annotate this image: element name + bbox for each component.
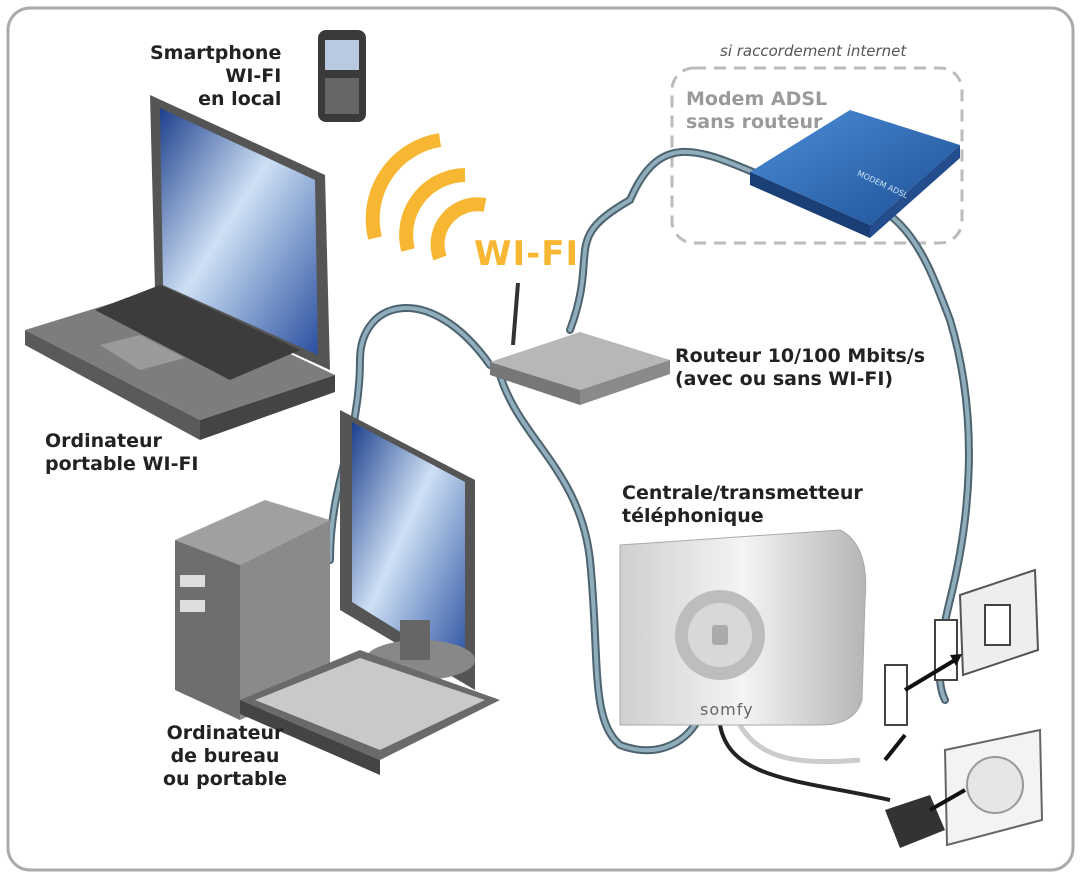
- phone-cord: [737, 723, 861, 765]
- desktop-label-line1: Ordinateur: [166, 722, 284, 744]
- smartphone-label-line3: en local: [198, 88, 282, 110]
- internet-note: si raccordement internet: [720, 42, 907, 60]
- central-label-line1: Centrale/transmetteur: [622, 482, 863, 504]
- central-label: Centrale/transmetteur téléphonique: [622, 482, 863, 528]
- router-label-line2: (avec ou sans WI-FI): [675, 368, 894, 390]
- tower-illustration: [175, 500, 330, 720]
- desktop-label: Ordinateur de bureau ou portable: [150, 722, 300, 791]
- laptop-label-line2: portable WI-FI: [45, 453, 199, 475]
- wifi-waves-icon: [365, 133, 487, 261]
- router-label: Routeur 10/100 Mbits/s (avec ou sans WI-…: [675, 345, 925, 391]
- somfy-brand: somfy: [700, 700, 754, 719]
- smartphone-label: Smartphone WI-FI en local: [150, 42, 281, 111]
- smartphone-label-line2: WI-FI: [225, 65, 282, 87]
- laptop-illustration: [25, 95, 335, 440]
- smartphone-label-line1: Smartphone: [150, 42, 282, 64]
- keyboard-illustration: [240, 650, 500, 775]
- desktop-label-line2: de bureau: [170, 745, 280, 767]
- central-label-line2: téléphonique: [622, 505, 764, 527]
- power-outlet-illustration: [885, 728, 1044, 848]
- laptop-label: Ordinateur portable WI-FI: [45, 430, 199, 476]
- central-unit-illustration: [619, 529, 867, 726]
- monitor-illustration: [340, 410, 475, 690]
- desktop-label-line3: ou portable: [162, 768, 288, 790]
- wifi-label: WI-FI: [474, 234, 580, 274]
- power-cord: [718, 724, 891, 802]
- laptop-label-line1: Ordinateur: [45, 430, 162, 452]
- smartphone-illustration: [318, 30, 366, 122]
- modem-illustration: [750, 110, 960, 238]
- phone-socket-illustration: [883, 568, 1040, 762]
- modem-label-line1: Modem ADSL: [686, 88, 828, 110]
- router-illustration: [490, 282, 670, 405]
- modem-label-line2: sans routeur: [686, 111, 823, 133]
- router-label-line1: Routeur 10/100 Mbits/s: [675, 345, 926, 367]
- modem-label: Modem ADSL sans routeur: [686, 88, 827, 134]
